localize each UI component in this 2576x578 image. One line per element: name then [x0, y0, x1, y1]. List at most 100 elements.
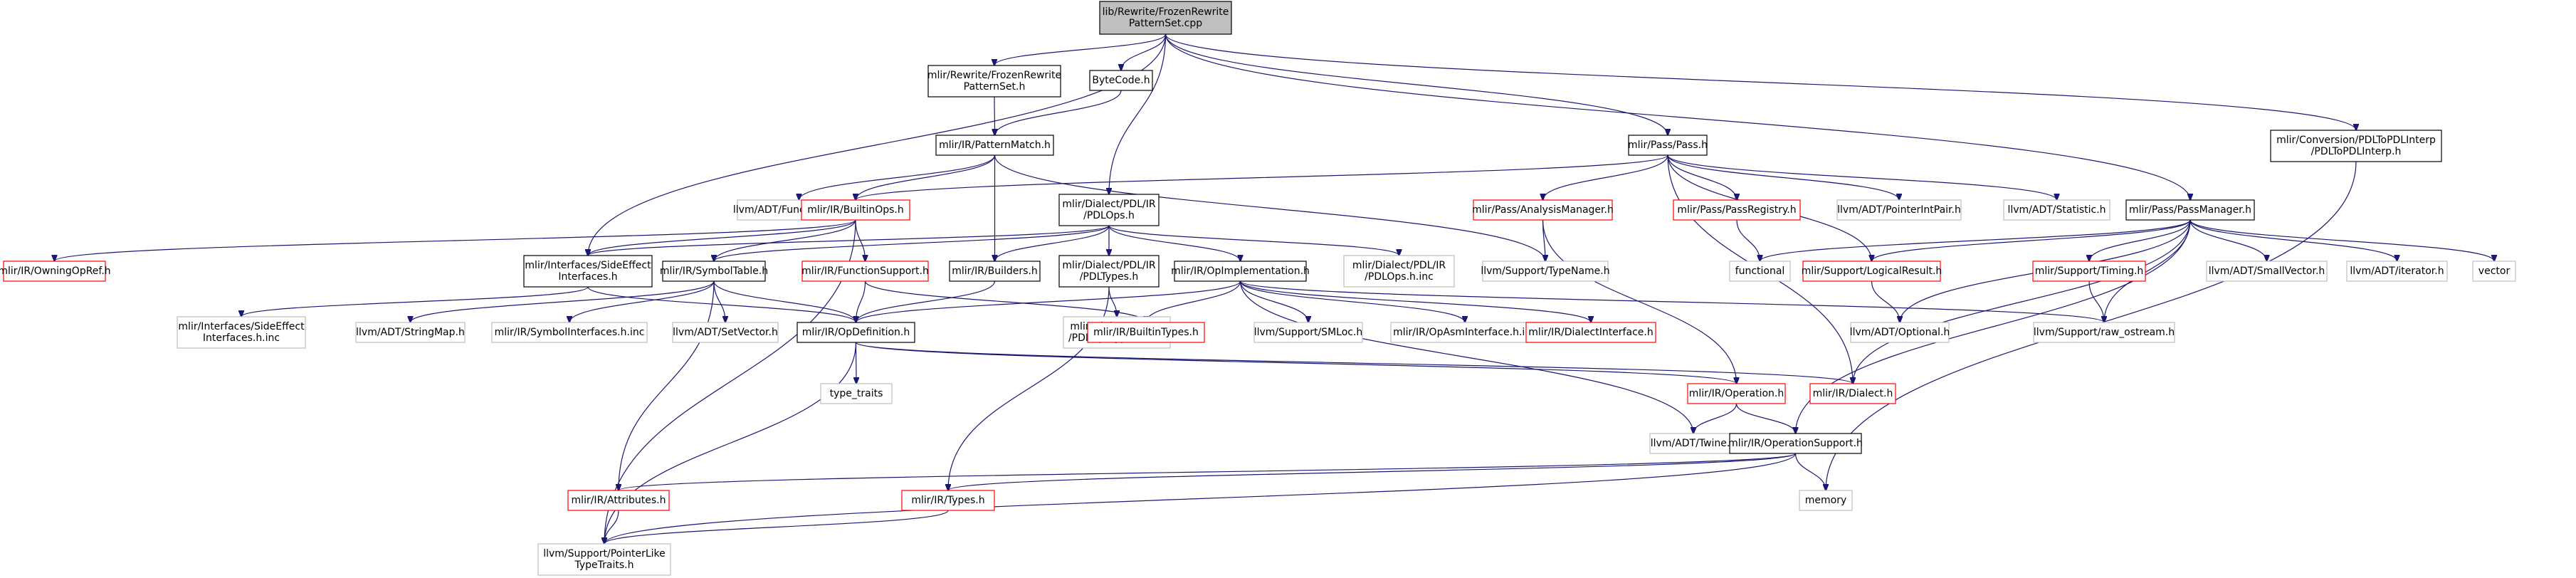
node-label: mlir/IR/OwningOpRef.h [0, 266, 111, 277]
node-mlir-ir-builtintypes-h[interactable]: mlir/IR/BuiltinTypes.h [1087, 322, 1205, 343]
node-label: mlir/IR/Operation.h [1689, 388, 1784, 399]
node-mlir-ir-attributes-h[interactable]: mlir/IR/Attributes.h [567, 490, 670, 511]
edge-builtinops-to-symboltable [714, 219, 856, 261]
node-llvm-support-typename-h[interactable]: llvm/Support/TypeName.h [1481, 261, 1610, 282]
node-mlir-ir-opasminterface-h-inc[interactable]: mlir/IR/OpAsmInterface.h.inc [1390, 322, 1540, 343]
node-box [1687, 383, 1786, 404]
edge-logicalresult-to-optional [1871, 280, 1901, 322]
node-mlir-ir-builtinops-h[interactable]: mlir/IR/BuiltinOps.h [801, 199, 910, 221]
node-llvm-adt-setvector-h[interactable]: llvm/ADT/SetVector.h [672, 322, 779, 343]
node-box [523, 255, 653, 288]
node-label: mlir/Dialect/PDL/IR [1062, 260, 1155, 271]
node-label: mlir/Conversion/PDLToPDLInterp [2276, 135, 2436, 146]
node-vector[interactable]: vector [2472, 261, 2516, 282]
node-mlir-ir-operationsupport-h[interactable]: mlir/IR/OperationSupport.h [1728, 433, 1863, 454]
node-mlir-interfaces-sideeffectinterfaces-h-inc[interactable]: mlir/Interfaces/SideEffectInterfaces.h.i… [177, 316, 306, 349]
node-label: mlir/IR/OperationSupport.h [1728, 438, 1863, 449]
edge-passmanager-to-dialect [1853, 219, 2191, 384]
edge-opimpl-to-rawostream [1239, 280, 2105, 322]
edge-opimpl-to-dialectiface [1239, 280, 1592, 322]
node-box [801, 261, 929, 282]
node-box [1802, 261, 1941, 282]
node-label: mlir/IR/BuiltinTypes.h [1093, 327, 1199, 338]
node-llvm-support-raw-ostream-h[interactable]: llvm/Support/raw_ostream.h [2033, 322, 2175, 343]
node-box [1174, 261, 1307, 282]
edge-passh-to-statistic [1667, 154, 2057, 200]
node-mlir-dialect-pdl-ir-pdlops-h[interactable]: mlir/Dialect/PDL/IR/PDLOps.h [1058, 194, 1160, 226]
node-label: mlir/Pass/Pass.h [1628, 140, 1708, 151]
node-box [2003, 199, 2110, 221]
node-label: PatternSet.cpp [1129, 18, 1202, 29]
node-llvm-adt-twine-h[interactable]: llvm/ADT/Twine.h [1649, 433, 1738, 454]
edge-pdlops-to-symboltable [714, 225, 1110, 261]
node-llvm-adt-statistic-h[interactable]: llvm/ADT/Statistic.h [2003, 199, 2110, 221]
node-mlir-pass-pass-h[interactable]: mlir/Pass/Pass.h [1628, 135, 1708, 156]
edge-pdlops-to-sideeffect [588, 225, 1110, 256]
node-box [177, 316, 306, 349]
node-box [1482, 261, 1609, 282]
edge-opdefinition-to-dialect [855, 342, 1854, 384]
node-mlir-ir-dialectinterface-h[interactable]: mlir/IR/DialectInterface.h [1525, 322, 1656, 343]
node-mlir-ir-opimplementation-h[interactable]: mlir/IR/OpImplementation.h [1171, 261, 1310, 282]
node-mlir-support-logicalresult-h[interactable]: mlir/Support/LogicalResult.h [1802, 261, 1942, 282]
node-label: mlir/Interfaces/SideEffect [525, 260, 651, 271]
node-label: llvm/ADT/iterator.h [2350, 266, 2444, 277]
node-label: llvm/ADT/Statistic.h [2007, 204, 2106, 216]
node-mlir-ir-patternmatch-h[interactable]: mlir/IR/PatternMatch.h [935, 135, 1054, 156]
node-label: mlir/IR/OpDefinition.h [802, 327, 910, 338]
node-label: PatternSet.h [964, 81, 1026, 93]
node-label: llvm/ADT/StringMap.h [356, 327, 465, 338]
node-mlir-ir-types-h[interactable]: mlir/IR/Types.h [901, 490, 995, 511]
node-mlir-pass-passregistry-h[interactable]: mlir/Pass/PassRegistry.h [1673, 199, 1801, 221]
node-mlir-dialect-pdl-ir-pdltypes-h[interactable]: mlir/Dialect/PDL/IR/PDLTypes.h [1058, 255, 1160, 288]
node-mlir-ir-opdefinition-h[interactable]: mlir/IR/OpDefinition.h [797, 322, 915, 343]
node-box [1649, 433, 1738, 454]
edge-builtinops-to-owningopref [55, 219, 856, 261]
edge-opimpl-to-opasminc [1239, 280, 1466, 322]
node-mlir-ir-dialect-h[interactable]: mlir/IR/Dialect.h [1809, 383, 1896, 404]
node-box [2472, 261, 2516, 282]
node-mlir-dialect-pdl-ir-pdlops-h-inc[interactable]: mlir/Dialect/PDL/IR/PDLOps.h.inc [1343, 255, 1455, 288]
edge-root-to-pdlops [1109, 33, 1167, 194]
node-bytecode-h[interactable]: ByteCode.h [1089, 70, 1153, 91]
node-mlir-ir-builders-h[interactable]: mlir/IR/Builders.h [949, 261, 1041, 282]
node-mlir-pass-analysismanager-h[interactable]: mlir/Pass/AnalysisManager.h [1472, 199, 1614, 221]
edge-opimpl-to-builtintypes [1146, 280, 1241, 322]
node-box [1473, 199, 1613, 221]
node-box [1089, 70, 1153, 91]
node-functional[interactable]: functional [1729, 261, 1791, 282]
node-label: /PDLOps.h [1083, 210, 1135, 221]
node-llvm-adt-iterator-h[interactable]: llvm/ADT/iterator.h [2346, 261, 2448, 282]
node-label: Interfaces.h [558, 271, 617, 283]
node-label: Interfaces.h.inc [203, 332, 280, 344]
node-label: mlir/IR/PatternMatch.h [939, 140, 1051, 151]
node-llvm-adt-pointerintpair-h[interactable]: llvm/ADT/PointerIntPair.h [1836, 199, 1962, 221]
node-mlir-support-timing-h[interactable]: mlir/Support/Timing.h [2032, 261, 2146, 282]
node-mlir-pass-passmanager-h[interactable]: mlir/Pass/PassManager.h [2125, 199, 2255, 221]
node-box [3, 261, 106, 282]
node-llvm-adt-smallvector-h[interactable]: llvm/ADT/SmallVector.h [2206, 261, 2328, 282]
node-mlir-ir-symboltable-h[interactable]: mlir/IR/SymbolTable.h [660, 261, 768, 282]
node-mlir-ir-operation-h[interactable]: mlir/IR/Operation.h [1687, 383, 1786, 404]
node-mlir-ir-owningopref-h[interactable]: mlir/IR/OwningOpRef.h [0, 261, 111, 282]
edge-root-to-frozen_h [994, 33, 1167, 65]
edge-operation-to-twine [1693, 403, 1738, 434]
node-llvm-adt-stringmap-h[interactable]: llvm/ADT/StringMap.h [355, 322, 466, 343]
node-mlir-ir-functionsupport-h[interactable]: mlir/IR/FunctionSupport.h [801, 261, 929, 282]
node-type-traits[interactable]: type_traits [820, 383, 893, 404]
node-mlir-ir-symbolinterfaces-h-inc[interactable]: mlir/IR/SymbolInterfaces.h.inc [491, 322, 648, 343]
node-mlir-conversion-pdltopdlinterp-pdltopdlinterp-h[interactable]: mlir/Conversion/PDLToPDLInterp/PDLToPDLI… [2270, 130, 2442, 162]
node-memory[interactable]: memory [1799, 490, 1853, 511]
node-box [2032, 261, 2146, 282]
node-llvm-adt-optional-h[interactable]: llvm/ADT/Optional.h [1850, 322, 1950, 343]
node-llvm-support-smloc-h[interactable]: llvm/Support/SMLoc.h [1253, 322, 1363, 343]
node-label: mlir/Support/Timing.h [2035, 266, 2144, 277]
node-label: llvm/ADT/Optional.h [1850, 327, 1950, 338]
node-box [927, 65, 1061, 98]
node-label: TypeTraits.h [574, 559, 634, 571]
